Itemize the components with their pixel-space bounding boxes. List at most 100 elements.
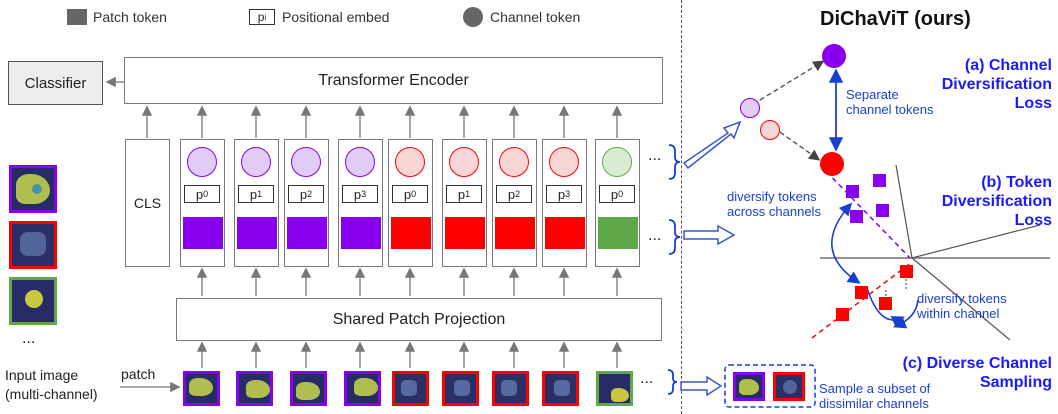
purple-dashed-line [819,164,911,259]
pe-subscript: 0 [411,189,417,199]
pe-subscript: 3 [565,189,571,199]
brace-patch-tokens [668,219,681,255]
a-purple-light [740,98,760,118]
channel-token-circle [187,147,217,177]
section-a-title: (a) Channel Diversification Loss [942,56,1052,113]
section-divider [681,0,682,414]
legend-pe-label: Positional embed [282,9,390,25]
channel-token-circle [345,147,375,177]
cls-label: CLS [133,195,162,211]
left-thumb-ellipsis: ... [22,330,36,347]
b-red-sq-4 [836,308,849,321]
legend-pe-sub: i [264,12,267,22]
pe-symbol: p [249,186,258,202]
channel-token-circle [602,147,632,177]
a-red-bottom [820,152,844,176]
arrow-a-top [759,60,825,101]
c-note: Sample a subset of dissimilar channels [819,381,930,411]
b-note-across-line1: diversify tokens [727,189,817,204]
pe-symbol: p [557,186,566,202]
brace-channel-tokens [668,144,681,180]
channel-token-circle [395,147,425,177]
b-note-within: diversify tokens within channel [917,291,1007,321]
section-c-line2: Sampling [979,374,1052,391]
pe-subscript: 1 [465,189,471,199]
left-thumb-green [9,277,57,325]
pe-symbol: p [195,186,204,202]
b-note-within-line2: within channel [917,306,1000,321]
c-note-line2: dissimilar channels [819,396,929,411]
patch-token-square [391,217,431,249]
patch-token-square [287,217,327,249]
sample-subset-box [724,364,816,408]
patch-token-square [341,217,381,249]
legend-channel-token-label: Channel token [490,9,581,25]
b-purple-sq-1 [846,185,859,198]
patch-token-square [445,217,485,249]
b-note-across-line2: across channels [727,204,821,219]
channel-token-circle [499,147,529,177]
pe-symbol: p [353,186,362,202]
b-purple-sq-2 [873,174,886,187]
b-red-sq-1 [900,265,913,278]
pe-subscript: 3 [361,189,367,199]
a-purple-top [822,44,846,68]
main-title: DiChaViT (ours) [820,8,971,30]
input-patch-thumbnail [290,371,327,406]
b-purple-sq-4 [876,204,889,217]
channel-token-circle [291,147,321,177]
section-c-line1: (c) Diverse Channel [902,355,1052,372]
arrow-a-bottom [779,131,821,161]
patch-label: patch [121,366,156,382]
pe-symbol: p [299,186,308,202]
input-patch-thumbnail [596,371,633,406]
patch-token-square [237,217,277,249]
patch-token-square [495,217,535,249]
hollow-arrow-a [682,120,742,170]
pe-symbol: p [403,186,412,202]
c-thumb-purple [733,372,765,401]
c-thumb-red [773,372,805,401]
patch-token-square [598,217,638,249]
legend-patch-token-swatch [67,9,87,25]
input-image-label: Input image (multi-channel) [5,366,98,404]
pe-subscript: 0 [203,189,209,199]
channel-token-circle [241,147,271,177]
pe-symbol: p [507,186,516,202]
a-note-line1: Separate [846,87,899,102]
projection-label: Shared Patch Projection [332,310,506,328]
section-c-title: (c) Diverse Channel Sampling [903,354,1052,392]
section-a-line3: Loss [1014,95,1052,112]
section-b-line3: Loss [1014,212,1052,229]
input-patch-thumbnail [236,371,273,406]
input-patch-thumbnail [344,371,381,406]
b-red-sq-3 [879,297,892,310]
pe-subscript: 0 [618,189,624,199]
input-patch-thumbnail [542,371,579,406]
pe-symbol: p [457,186,466,202]
classifier-label: Classifier [24,74,87,92]
b-purple-sq-3 [850,210,863,223]
axis-b-4 [911,257,1011,341]
input-patch-thumbnail [183,371,220,406]
b-note-within-line1: diversify tokens [917,291,1007,306]
b-note-across: diversify tokens across channels [727,189,821,219]
legend-pe-symbol: p [257,10,265,24]
input-label-line2: (multi-channel) [5,386,98,402]
input-patch-thumbnail [392,371,429,406]
left-thumb-red [9,221,57,269]
curve-within-channel-2 [893,299,919,329]
pe-subscript: 1 [257,189,263,199]
section-b-line1: (b) Token [981,174,1052,191]
a-note-line2: channel tokens [846,102,934,117]
shared-patch-projection-box: Shared Patch Projection [176,298,662,341]
brace-input-patches [667,369,678,395]
classifier-box: Classifier [8,61,103,105]
a-red-light [760,120,780,140]
